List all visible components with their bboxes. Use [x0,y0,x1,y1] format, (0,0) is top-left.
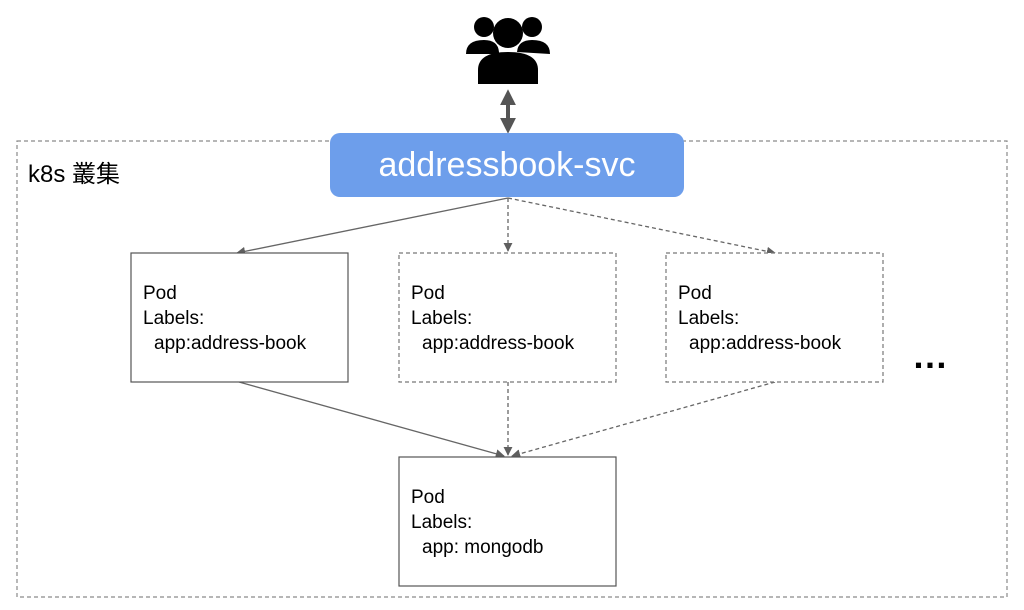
pod-label-value: app: mongodb [422,537,544,558]
pod-label-value: app:address-book [422,333,575,354]
cluster-label: k8s 叢集 [28,161,121,188]
pod-labels-heading: Labels: [143,308,205,329]
pod-3-to-db-arrow [511,381,776,459]
pod-label-value: app:address-book [689,333,842,354]
pod-2: Pod Labels: app:address-book [411,281,574,356]
users-group-icon [466,17,550,84]
db-pod: Pod Labels: app: mongodb [411,485,544,560]
pod-1: Pod Labels: app:address-book [143,281,306,356]
pod-box-2 [398,252,617,383]
pod-labels-heading: Labels: [411,512,473,533]
service-to-pod-1-arrow [236,197,509,256]
pod-1-to-db-arrow [238,381,505,459]
db-pod-box [398,456,617,587]
cluster-boundary [16,140,1008,598]
pod-box-3 [665,252,884,383]
pod-title: Pod [678,283,712,304]
pod-title: Pod [143,283,177,304]
pod-title: Pod [411,487,445,508]
pod-box-1 [130,252,349,383]
pod-title: Pod [411,283,445,304]
service-to-pod-3-arrow [507,197,776,256]
pod-labels-heading: Labels: [678,308,740,329]
pod-3: Pod Labels: app:address-book [678,281,841,356]
pod-label-value: app:address-book [154,333,307,354]
pod-labels-heading: Labels: [411,308,473,329]
service-node: addressbook-svc [330,133,684,197]
more-pods-indicator: … [912,335,951,376]
service-label: addressbook-svc [378,146,636,184]
